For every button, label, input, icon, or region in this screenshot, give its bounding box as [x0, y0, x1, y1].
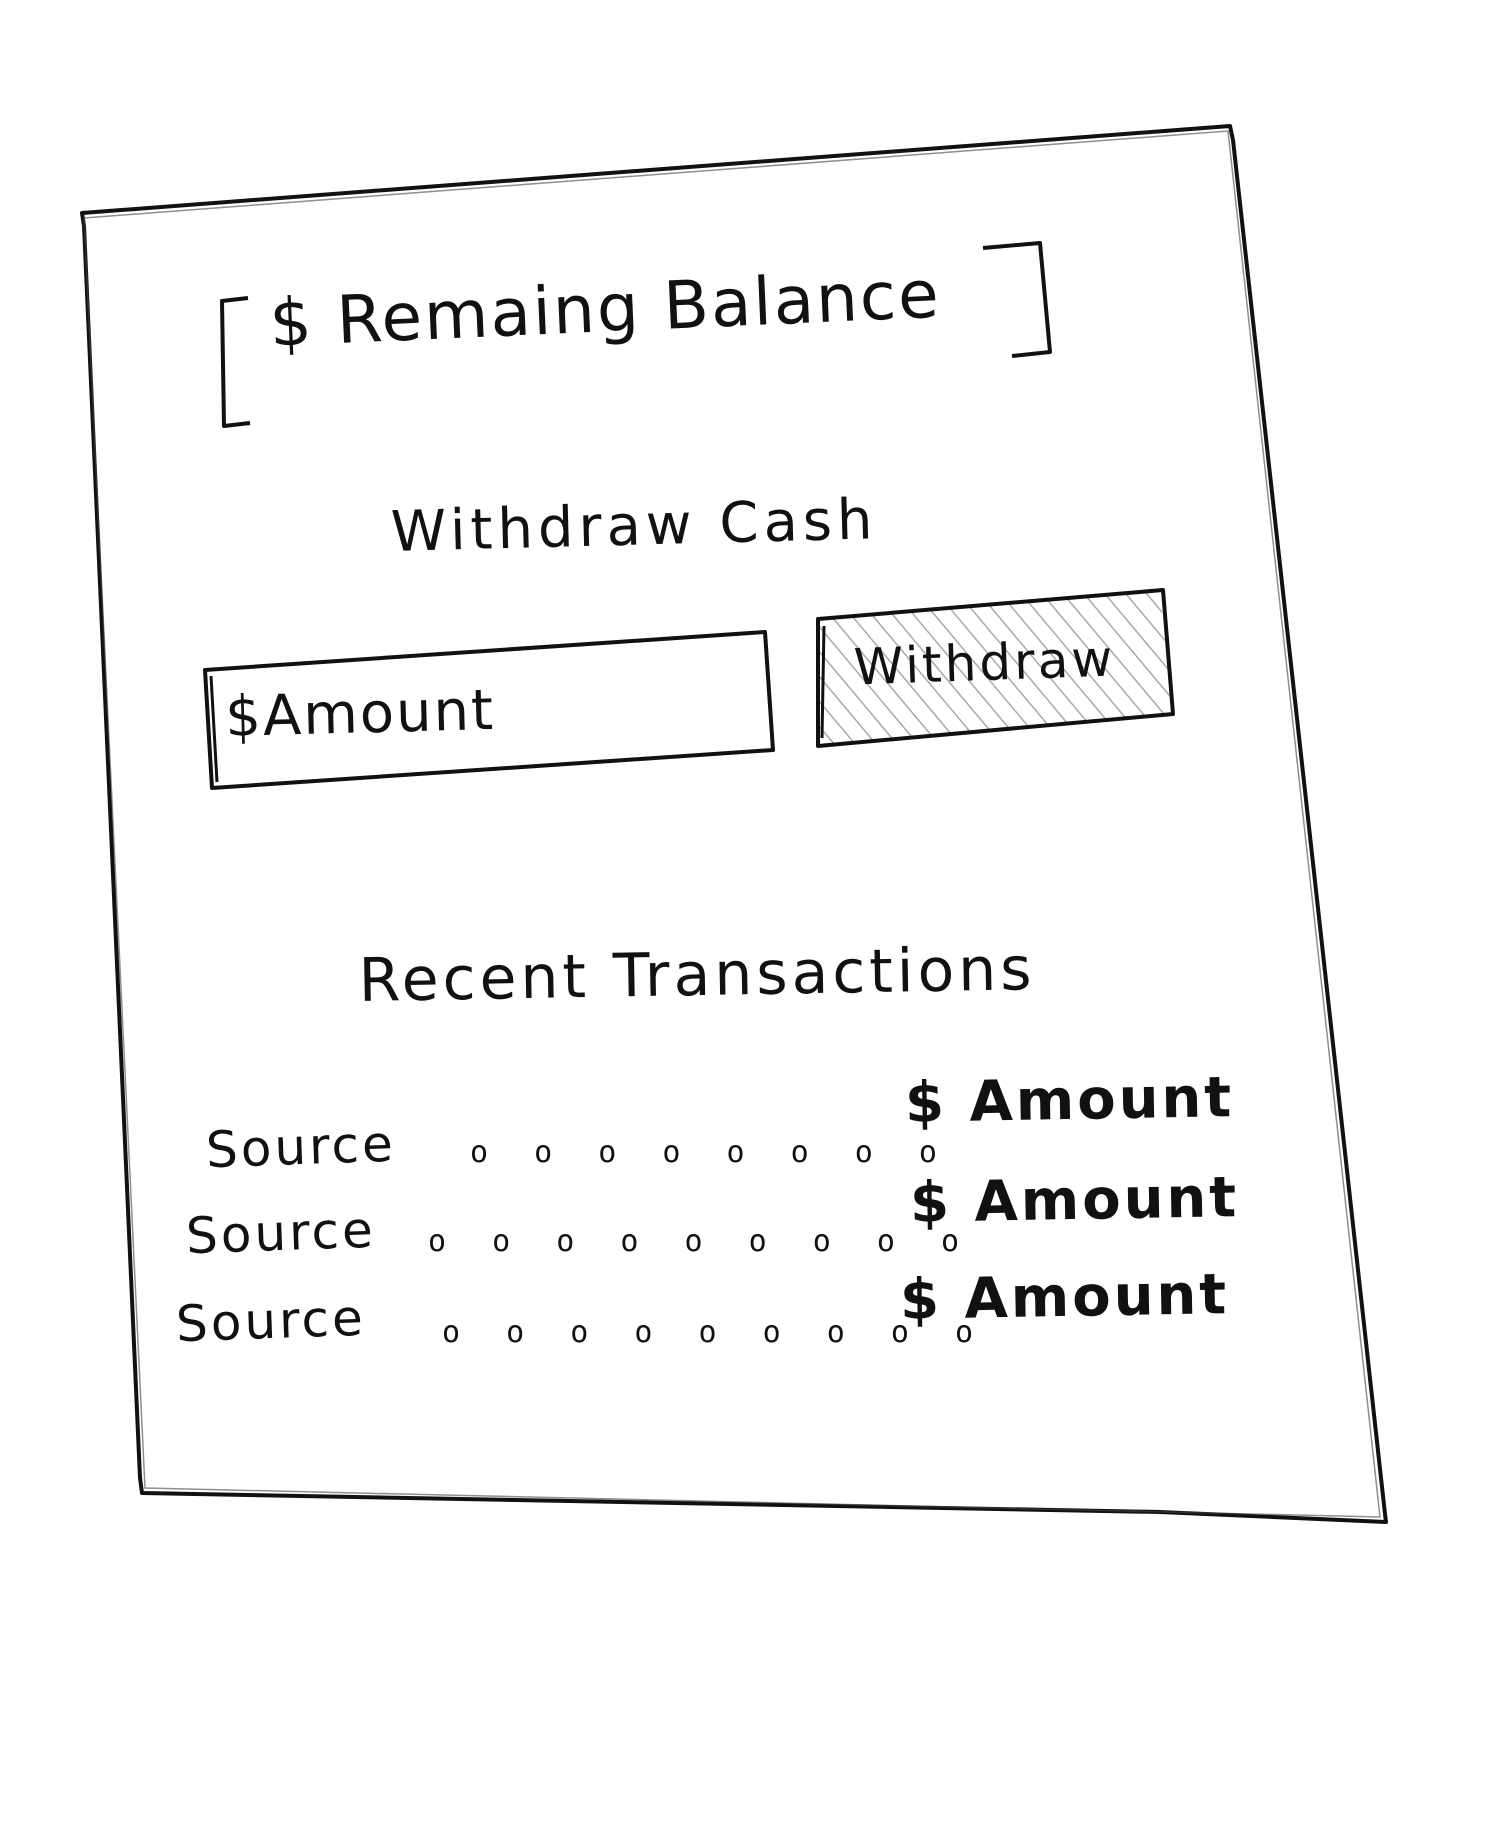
- transaction-amount: $ Amount: [899, 1262, 1230, 1333]
- transaction-leader-dots: o o o o o o o o: [470, 1135, 951, 1170]
- transaction-source: Source: [185, 1200, 377, 1266]
- screen-frame: [80, 124, 1388, 1524]
- withdraw-button[interactable]: Withdraw: [810, 592, 1159, 734]
- balance-bracket-left: [220, 296, 251, 428]
- amount-input-box: [203, 630, 775, 790]
- balance-bracket-right: [982, 241, 1052, 358]
- withdraw-button-box: [816, 588, 1175, 748]
- transaction-amount: $ Amount: [904, 1065, 1235, 1136]
- transaction-leader-dots: o o o o o o o o o: [428, 1224, 974, 1259]
- transaction-leader-dots: o o o o o o o o o: [442, 1315, 988, 1350]
- withdraw-cash-heading: Withdraw Cash: [390, 487, 879, 565]
- transaction-amount: $ Amount: [909, 1165, 1240, 1236]
- transaction-source: Source: [175, 1288, 367, 1354]
- recent-transactions-heading: Recent Transactions: [358, 934, 1037, 1016]
- transaction-source: Source: [205, 1114, 397, 1180]
- amount-input[interactable]: [224, 653, 747, 767]
